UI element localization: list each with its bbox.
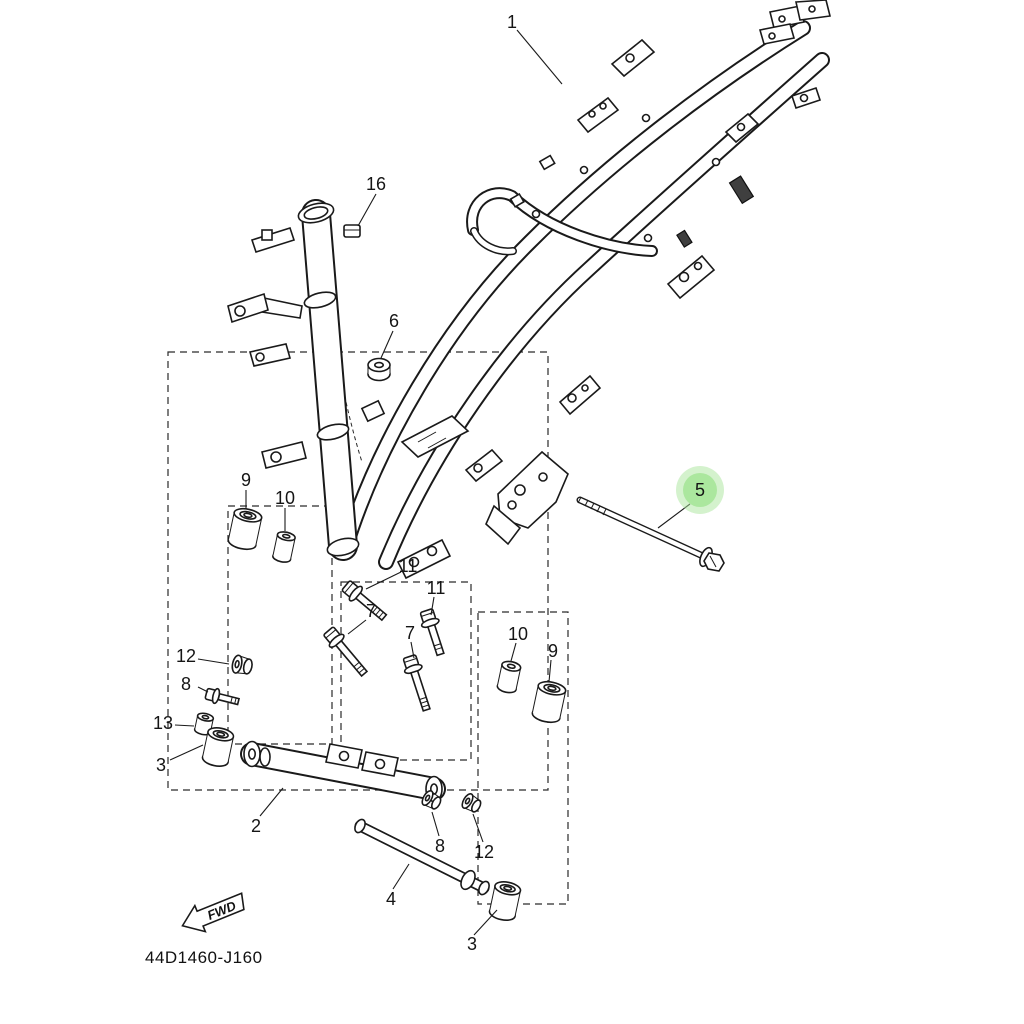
bushing-3a [201,727,235,767]
part-callout-8b[interactable]: 8 [434,836,446,856]
part-callout-7a[interactable]: 7 [365,601,377,621]
assembly-group-boxes [167,351,569,905]
part-callout-9a[interactable]: 9 [240,470,252,490]
part-callout-12a[interactable]: 12 [175,646,197,666]
part-callout-1[interactable]: 1 [506,12,518,32]
part-callout-2[interactable]: 2 [250,816,262,836]
bushing-9b [531,680,567,724]
nut-6 [367,357,391,382]
part-callout-3b[interactable]: 3 [466,934,478,954]
collar-13 [193,712,215,736]
bolt-8a [204,687,241,706]
fwd-arrow: FWD [181,892,245,933]
part-callout-11b[interactable]: 11 [426,578,446,598]
diagram-part-code: 44D1460-J160 [145,948,263,967]
highlight-part-5 [676,466,724,514]
frame-assembly [336,0,831,580]
bolt-11b [419,608,445,657]
bushing-3b [488,881,522,921]
part-callout-16[interactable]: 16 [365,174,387,194]
collar-10b [496,660,522,694]
part-callout-12b[interactable]: 12 [473,842,495,862]
part-callout-10a[interactable]: 10 [274,488,296,508]
bracket-2 [240,740,446,803]
rod-4 [354,818,490,896]
part-callout-13[interactable]: 13 [152,713,174,733]
bolt-7b [402,654,431,712]
part-callout-4[interactable]: 4 [385,889,397,909]
part-callout-7b[interactable]: 7 [404,623,416,643]
part-callout-9b[interactable]: 9 [547,641,559,661]
bushing-9a [227,507,263,551]
nut-12a [231,654,253,675]
bolt-11a [341,580,388,622]
nut-12b [461,792,482,813]
part-callout-6[interactable]: 6 [388,311,400,331]
part-callout-5-highlighted[interactable]: 5 [694,480,706,500]
steering-head-tube [227,199,360,561]
leader-lines [169,29,691,936]
bolt-5 [576,496,725,572]
part-callout-8a[interactable]: 8 [180,674,192,694]
collar-10a [272,531,296,563]
bolt-7a [323,626,369,678]
part-callout-3a[interactable]: 3 [155,755,167,775]
clip-16 [343,224,361,238]
nut-8b [421,789,442,810]
part-callout-10b[interactable]: 10 [507,624,529,644]
part-callout-11a[interactable]: 11 [398,556,418,576]
